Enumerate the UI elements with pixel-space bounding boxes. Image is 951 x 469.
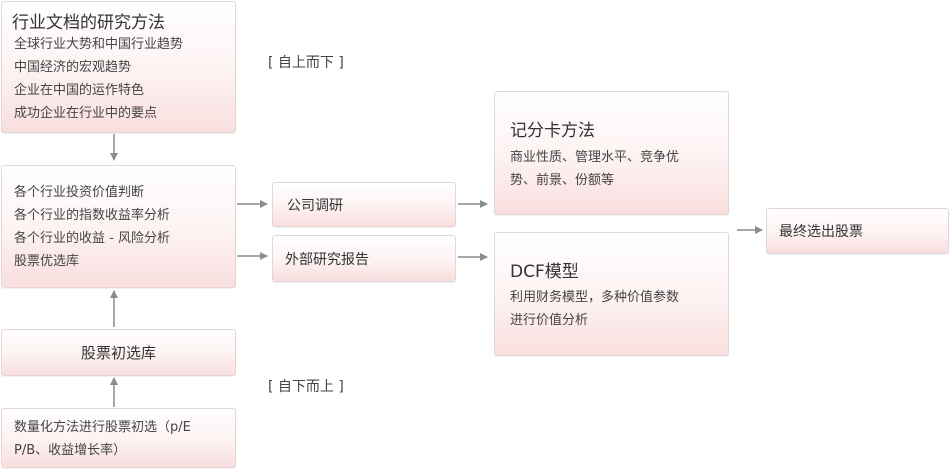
initial-pool-label: 股票初选库 [80,344,156,362]
initial-pool-box: 股票初选库 [1,329,236,376]
dcf-line-2: 进行价值分析 [510,313,589,328]
research-methods-line-3: 企业在中国的运作特色 [14,83,145,98]
final-selection-box: 最终选出股票 [766,208,949,254]
company-research-box: 公司调研 [272,182,456,227]
scorecard-line-1: 商业性质、管理水平、竞争优 [510,150,680,165]
industry-analysis-line-4: 股票优选库 [14,254,80,269]
scorecard-line-2: 势、前景、份额等 [510,173,615,188]
quant-screen-line-1: 数量化方法进行股票初选（p/E [14,420,191,435]
research-methods-line-2: 中国经济的宏观趋势 [14,60,132,75]
research-methods-line-4: 成功企业在行业中的要点 [14,106,158,121]
scorecard-title: 记分卡方法 [510,121,595,141]
dcf-title: DCF模型 [510,262,579,282]
industry-analysis-box: 各个行业投资价值判断 各个行业的指数收益率分析 各个行业的收益 - 风险分析 股… [1,165,236,288]
bottom-up-label: [ 自下而上 ] [268,379,344,395]
scorecard-box: 记分卡方法 商业性质、管理水平、竞争优 势、前景、份额等 [494,91,729,215]
industry-analysis-line-2: 各个行业的指数收益率分析 [14,208,171,223]
quant-screen-box: 数量化方法进行股票初选（p/E P/B、收益增长率） [1,408,236,468]
industry-analysis-line-1: 各个行业投资价值判断 [14,185,145,200]
research-methods-title: 行业文档的研究方法 [12,13,165,33]
company-research-label: 公司调研 [287,197,343,214]
external-reports-label: 外部研究报告 [285,251,369,268]
dcf-box: DCF模型 利用财务模型，多种价值参数 进行价值分析 [494,232,729,356]
external-reports-box: 外部研究报告 [272,235,456,282]
quant-screen-line-2: P/B、收益增长率） [14,443,127,458]
top-down-label: [ 自上而下 ] [268,55,344,71]
research-methods-line-1: 全球行业大势和中国行业趋势 [14,37,184,52]
dcf-line-1: 利用财务模型，多种价值参数 [510,290,680,305]
final-selection-label: 最终选出股票 [779,224,863,240]
industry-analysis-line-3: 各个行业的收益 - 风险分析 [14,231,170,246]
research-methods-box: 行业文档的研究方法 全球行业大势和中国行业趋势 中国经济的宏观趋势 企业在中国的… [1,1,236,133]
